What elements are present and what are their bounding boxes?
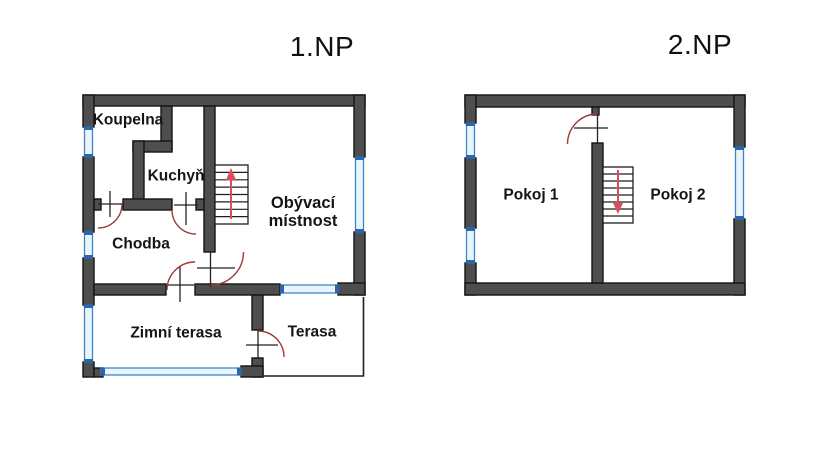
door-obyvaci xyxy=(197,251,245,287)
floor2-title: 2.NP xyxy=(667,29,733,60)
room-label-chodba: Chodba xyxy=(112,235,170,253)
stairs-down-arrow-icon xyxy=(613,170,623,214)
floor2-plan xyxy=(464,94,746,296)
door-koupelna xyxy=(97,191,124,229)
floor1-windows xyxy=(83,126,365,376)
door-terasa xyxy=(246,330,285,358)
floor1-walls xyxy=(82,94,366,378)
room-label-terasa: Terasa xyxy=(287,323,337,341)
room-label-obyvaci-mistnost: Obývací místnost xyxy=(268,193,338,230)
terrace-outline xyxy=(263,297,365,377)
floor2-doors xyxy=(566,113,608,145)
stairs-up-arrow-icon xyxy=(226,168,236,219)
floor1-title: 1.NP xyxy=(289,31,355,62)
door-kuchyn xyxy=(171,192,198,235)
floor1-stairs xyxy=(214,164,249,225)
floor1-doors xyxy=(97,191,285,358)
room-label-pokoj-1: Pokoj 1 xyxy=(503,186,559,204)
floor1-plan xyxy=(82,94,366,378)
room-label-zimni-terasa: Zimní terasa xyxy=(130,324,222,342)
room-label-kuchyn: Kuchyň xyxy=(147,167,205,185)
room-label-koupelna: Koupelna xyxy=(92,111,164,129)
door-pokoje xyxy=(566,113,608,145)
room-label-pokoj-2: Pokoj 2 xyxy=(650,186,706,204)
floor2-windows xyxy=(465,122,745,264)
door-zimni-terasa xyxy=(166,261,196,302)
floor2-stairs xyxy=(602,166,634,224)
